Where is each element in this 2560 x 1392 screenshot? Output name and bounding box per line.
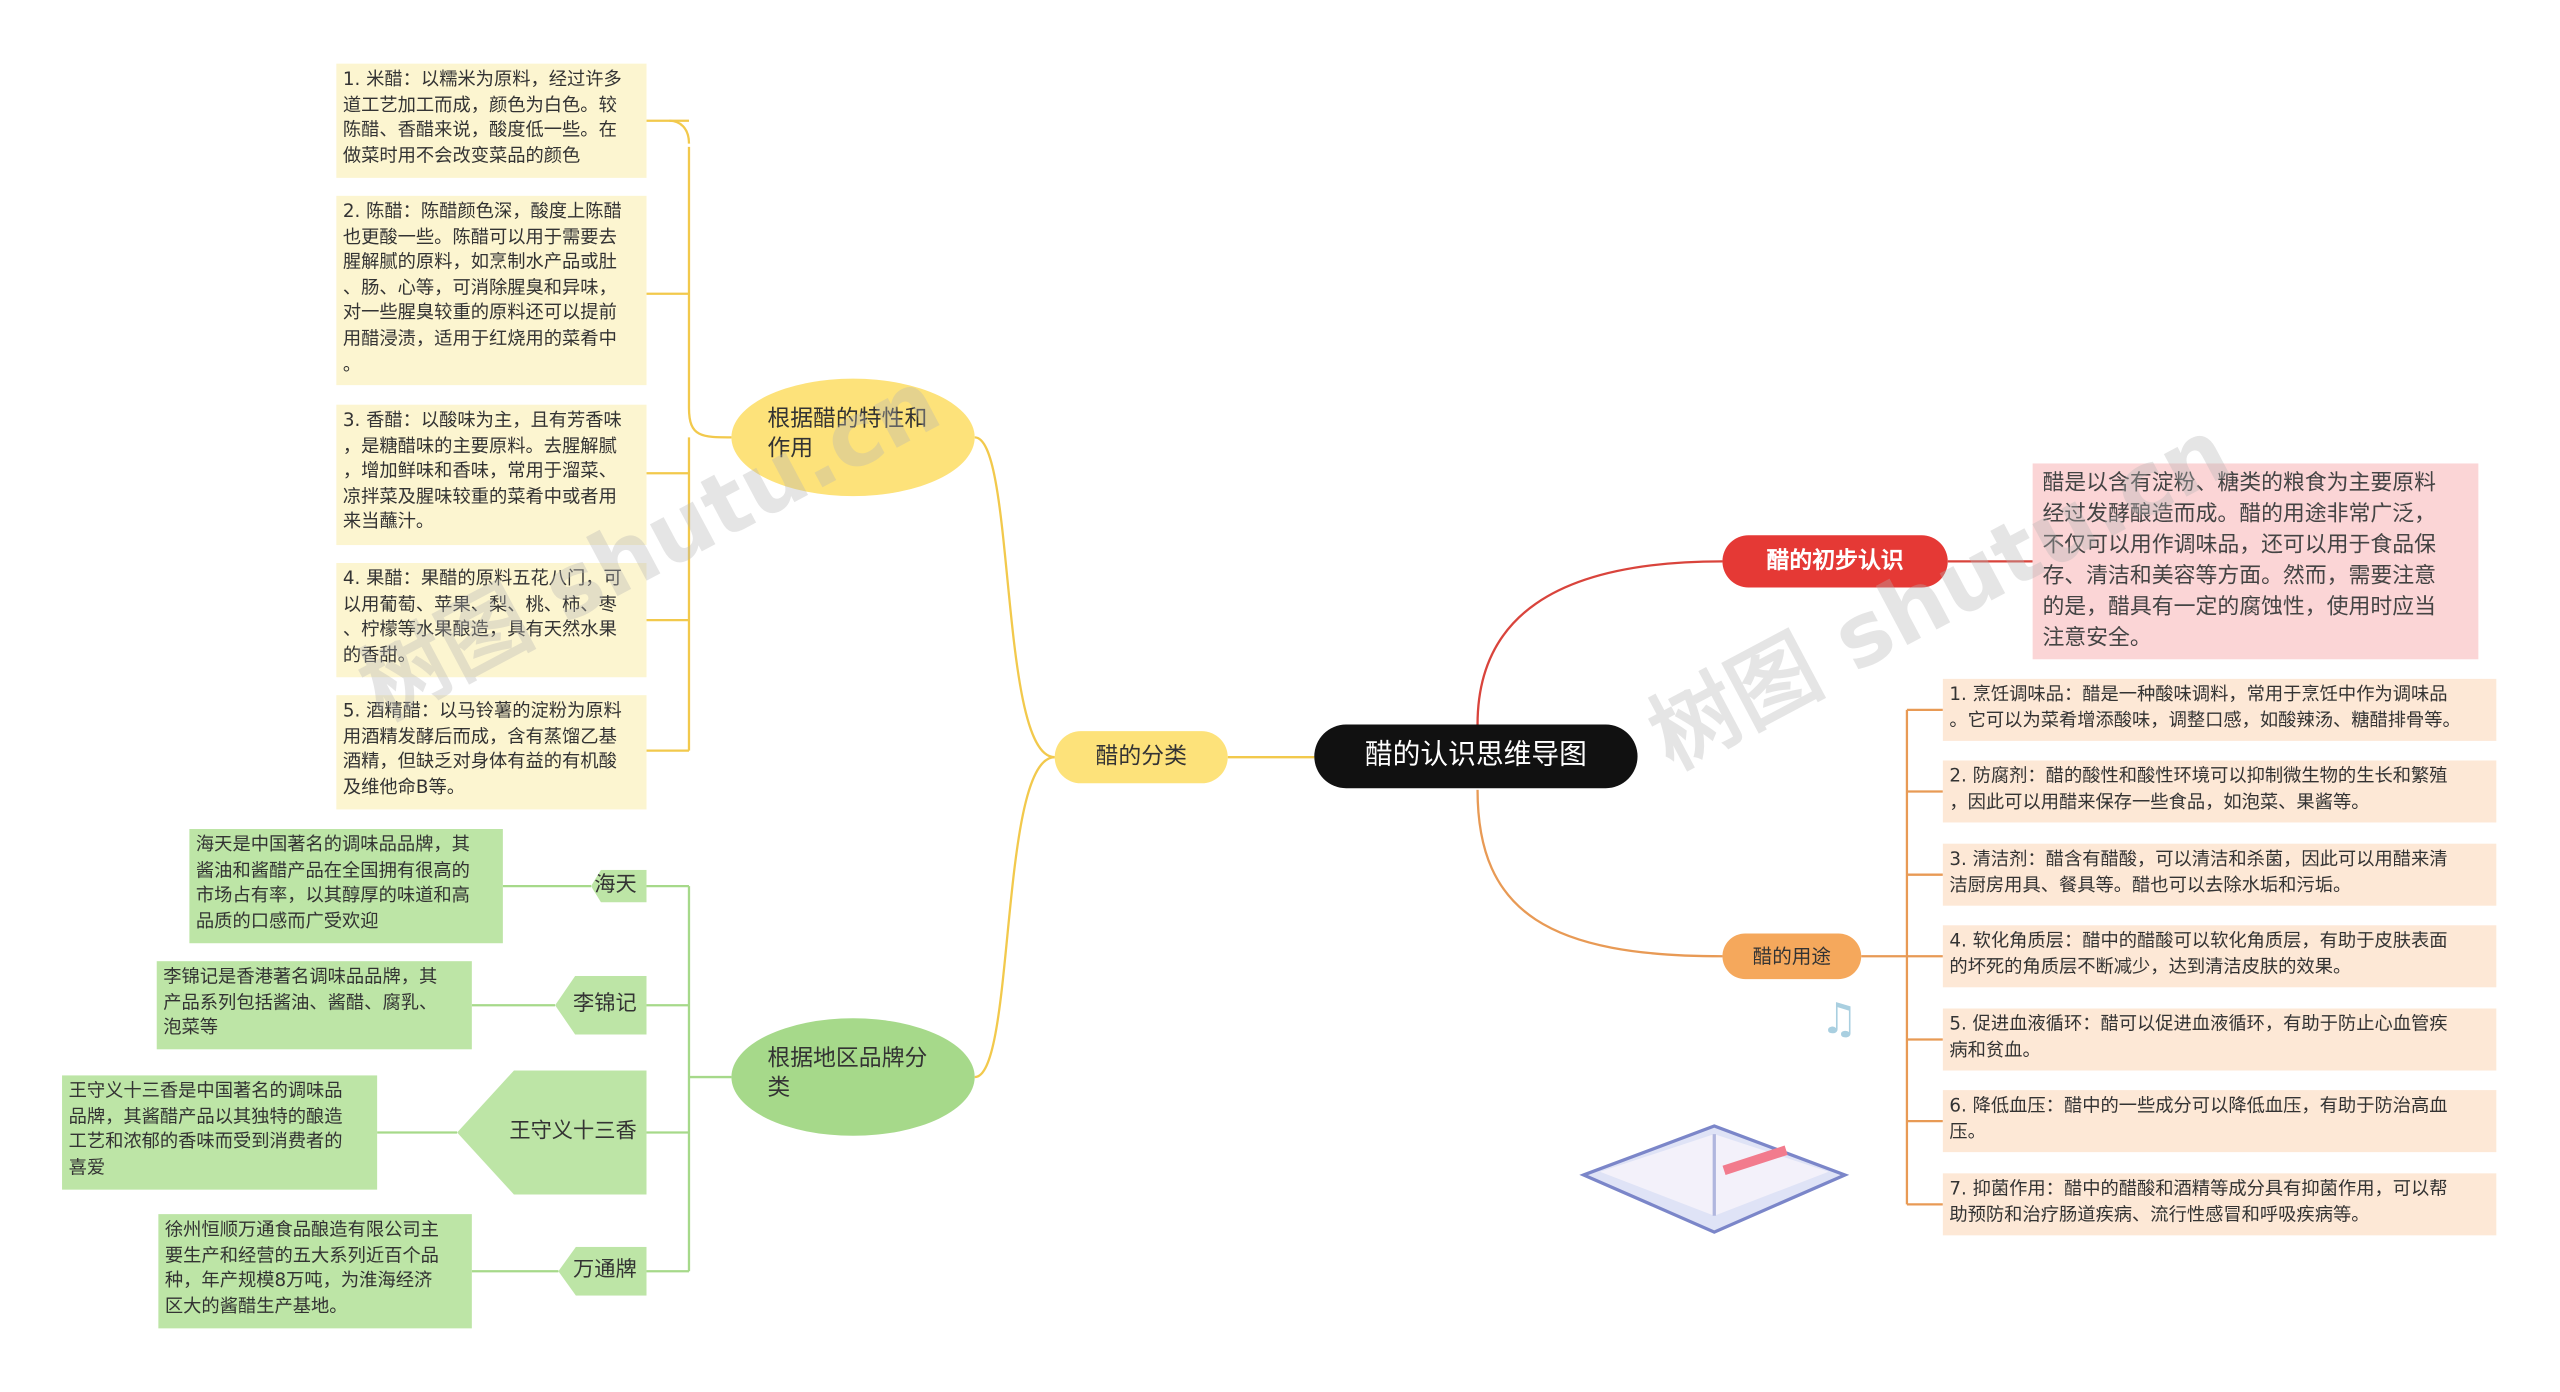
classification-node[interactable]: 醋的分类 [1054, 731, 1228, 784]
intro-text: 醋是以含有淀粉、糖类的粮食为主要原料 经过发酵酿造而成。醋的用途非常广泛， 不仅… [2032, 463, 2479, 660]
property-item: 3. 香醋：以酸味为主，且有芳香味 ，是糖醋味的主要原料。去腥解腻 ，增加鲜味和… [336, 404, 647, 546]
link-class-property [974, 436, 1055, 759]
book-illustration [1579, 1124, 1850, 1234]
use-item: 1. 烹饪调味品：醋是一种酸味调料，常用于烹饪中作为调味品 。它可以为菜肴增添酸… [1942, 678, 2497, 741]
by-property-node[interactable]: 根据醋的特性和作用 [731, 378, 975, 497]
brand-tag-wantong[interactable]: 万通牌 [558, 1246, 647, 1296]
use-item: 5. 促进血液循环：醋可以促进血液循环，有助于防止心血管疾 病和贫血。 [1942, 1008, 2497, 1071]
use-item: 2. 防腐剂：醋的酸性和酸性环境可以抑制微生物的生长和繁殖 ，因此可以用醋来保存… [1942, 760, 2497, 823]
property-item: 5. 酒精醋：以马铃薯的淀粉为原料 用酒精发酵后而成，含有蒸馏乙基 酒精，但缺乏… [336, 695, 647, 810]
link-region-brands [687, 886, 732, 1272]
use-item: 6. 降低血压：醋中的一些成分可以降低血压，有助于防治高血 压。 [1942, 1090, 2497, 1153]
property-item: 1. 米醋：以糯米为原料，经过许多 道工艺加工而成，颜色为白色。较 陈醋、香醋来… [336, 63, 647, 178]
link-class-region [974, 756, 1055, 1079]
link-property-leaves [687, 146, 732, 751]
brand-desc: 徐州恒顺万通食品酿造有限公司主 要生产和经营的五大系列近百个品 种，年产规模8万… [158, 1214, 472, 1329]
use-item: 3. 清洁剂：醋含有醋酸，可以清洁和杀菌，因此可以用醋来清 洁厨房用具、餐具等。… [1942, 843, 2497, 906]
brand-desc: 李锦记是香港著名调味品品牌，其 产品系列包括酱油、酱醋、腐乳、 泡菜等 [156, 961, 472, 1050]
link-root-uses [1476, 789, 1723, 958]
brand-desc: 王守义十三香是中国著名的调味品 品牌，其酱醋产品以其独特的酿造 工艺和浓郁的香味… [62, 1075, 378, 1190]
music-note-icon: ♫ [1820, 995, 1859, 1045]
use-item: 7. 抑菌作用：醋中的醋酸和酒精等成分具有抑菌作用，可以帮 助预防和治疗肠道疾病… [1942, 1173, 2497, 1236]
brand-desc: 海天是中国著名的调味品品牌，其 酱油和酱醋产品在全国拥有很高的 市场占有率，以其… [189, 829, 503, 944]
property-item: 4. 果醋：果醋的原料五花八门，可 以用葡萄、苹果、梨、桃、柿、枣 、柠檬等水果… [336, 563, 647, 678]
by-region-node[interactable]: 根据地区品牌分类 [731, 1018, 975, 1136]
link-root-intro [1476, 560, 1723, 725]
brand-tag-leekumkee[interactable]: 李锦记 [555, 975, 647, 1035]
brand-tag-haitian[interactable]: 海天 [591, 869, 647, 903]
use-item: 4. 软化角质层：醋中的醋酸可以软化角质层，有助于皮肤表面 的坏死的角质层不断减… [1942, 925, 2497, 988]
uses-node[interactable]: 醋的用途 [1722, 933, 1862, 980]
intro-node[interactable]: 醋的初步认识 [1722, 535, 1948, 588]
root-node[interactable]: 醋的认识思维导图 [1314, 724, 1638, 789]
link-uses-items [1861, 709, 1909, 1205]
property-item: 2. 陈醋：陈醋颜色深，酸度上陈醋 也更酸一些。陈醋可以用于需要去 腥解腻的原料… [336, 195, 647, 386]
